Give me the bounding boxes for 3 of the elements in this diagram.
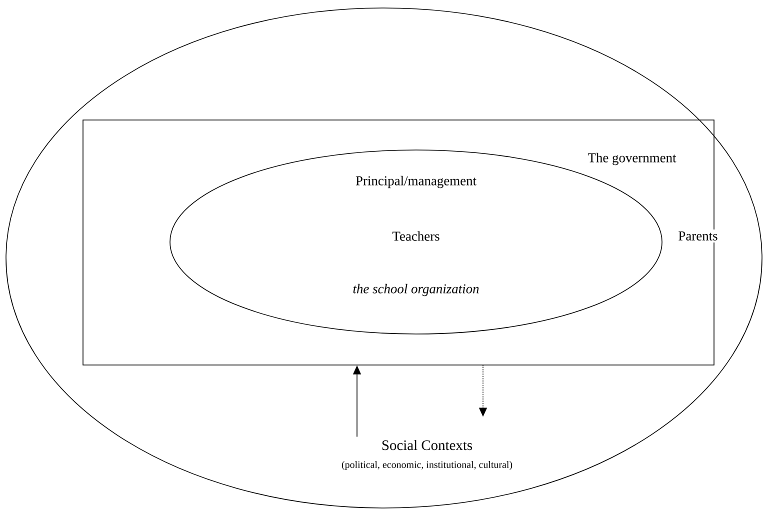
- social-contexts-text: Social Contexts (political, economic, institutional, cultural): [342, 440, 512, 470]
- region-label: Parents: [676, 230, 720, 242]
- outer-ellipse: [6, 8, 762, 508]
